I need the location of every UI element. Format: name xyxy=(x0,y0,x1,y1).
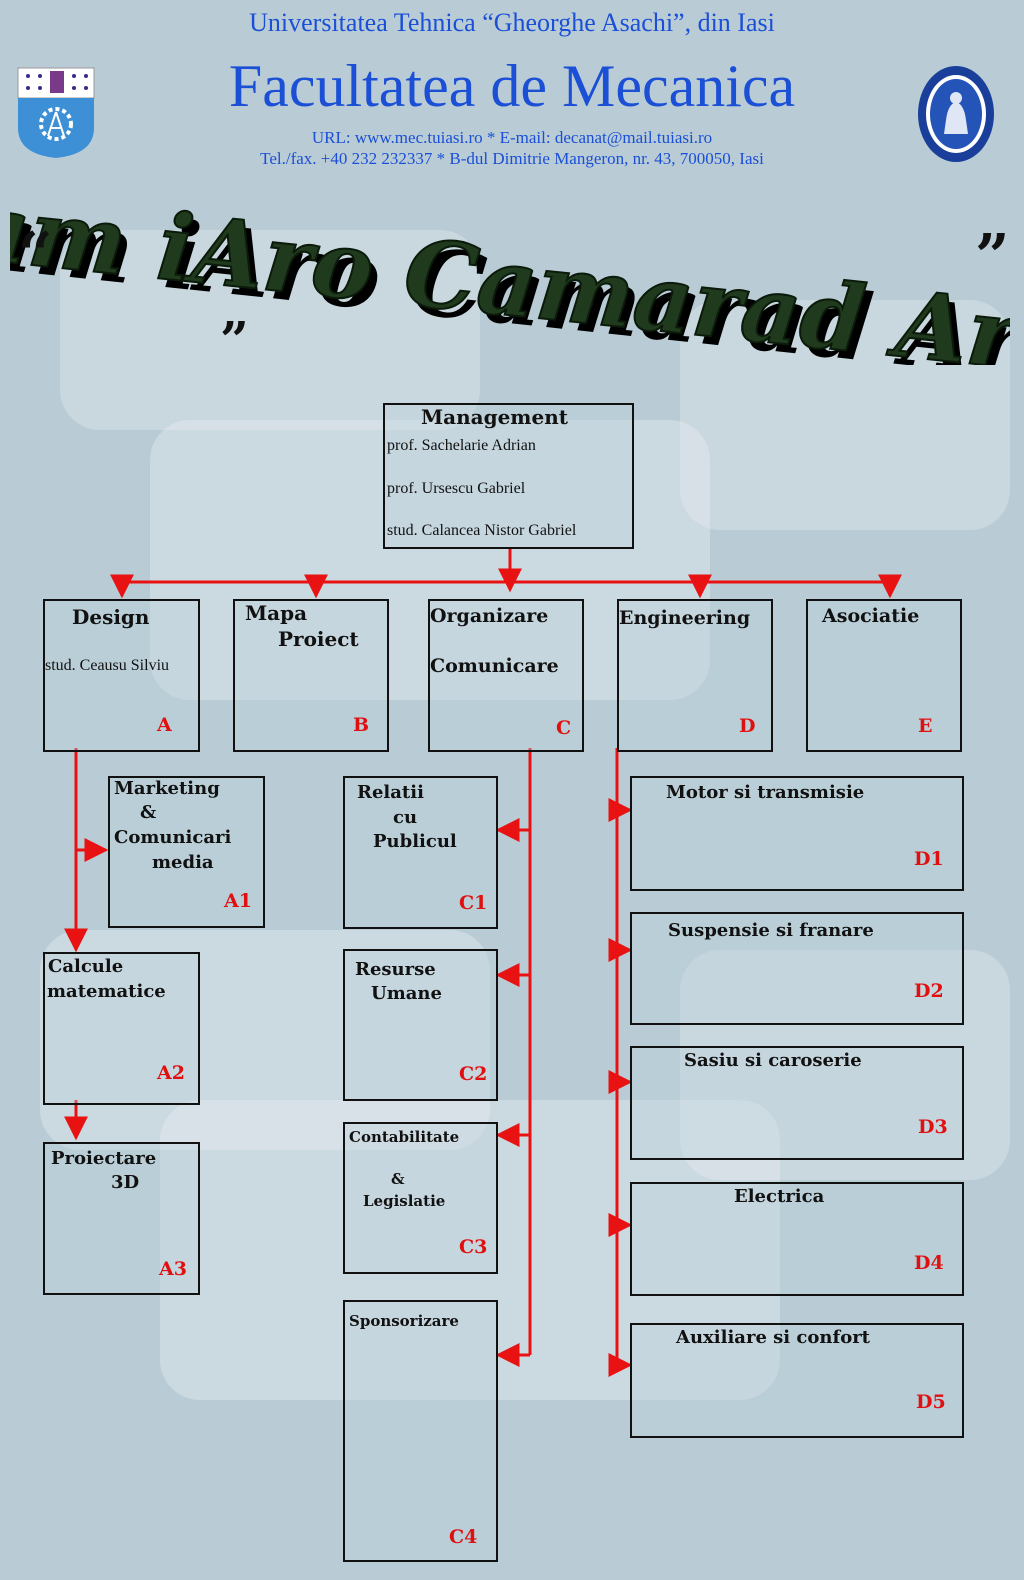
subdepartment-c1-code: C1 xyxy=(459,892,488,914)
department-organizare-comunicare: Organizare Comunicare C xyxy=(428,599,584,752)
team-banner: Team iAro Camarad Army Team iAro Camarad… xyxy=(10,205,1010,365)
subdepartment-c4-line: Sponsorizare xyxy=(349,1312,459,1330)
subdepartment-d2-title: Suspensie si franare xyxy=(668,920,874,941)
department-organizare-line1: Organizare xyxy=(430,605,549,627)
faculty-name: Facultatea de Mecanica xyxy=(228,53,796,119)
subdepartment-d4-code: D4 xyxy=(914,1252,944,1274)
subdepartment-c1: Relatii cu Publicul C1 xyxy=(343,776,498,929)
subdepartment-d4-title: Electrica xyxy=(734,1186,825,1207)
subdepartment-c3-line: Legislatie xyxy=(363,1192,446,1210)
banner-close-quote: ” xyxy=(975,222,1010,292)
management-title: Management xyxy=(421,405,568,429)
subdepartment-c1-line: Publicul xyxy=(373,831,457,852)
subdepartment-c1-line: cu xyxy=(393,807,418,828)
subdepartment-c4-code: C4 xyxy=(449,1526,478,1548)
subdepartment-a1: Marketing & Comunicari media A1 xyxy=(108,776,265,928)
subdepartment-d5-code: D5 xyxy=(916,1391,946,1413)
contact-line: URL: www.mec.tuiasi.ro * E-mail: decanat… xyxy=(311,128,713,147)
subdepartment-a1-line: & xyxy=(140,802,157,823)
subdepartment-c3: Contabilitate & Legislatie C3 xyxy=(343,1122,498,1274)
subdepartment-a1-line: Comunicari xyxy=(114,827,232,848)
subdepartment-c2-line: Umane xyxy=(371,983,442,1004)
background-vehicle-mid-left xyxy=(40,930,490,1150)
department-design: Design stud. Ceausu Silviu A xyxy=(43,599,200,752)
department-asociatie-code: E xyxy=(918,715,933,737)
subdepartment-a1-line: media xyxy=(152,852,214,873)
subdepartment-a3-code: A3 xyxy=(159,1258,187,1280)
background-vehicle-top-right xyxy=(680,300,1010,530)
department-mapa-code: B xyxy=(353,714,370,736)
address-line: Tel./fax. +40 232 232337 * B-dul Dimitri… xyxy=(260,149,764,168)
subdepartment-d1-title: Motor si transmisie xyxy=(666,782,865,803)
subdepartment-c2-code: C2 xyxy=(459,1063,488,1085)
department-asociatie: Asociatie E xyxy=(806,599,962,752)
banner-open-quote: “ xyxy=(18,220,53,290)
department-engineering-code: D xyxy=(739,715,756,737)
subdepartment-c1-line: Relatii xyxy=(357,782,424,803)
subdepartment-a3-line: 3D xyxy=(111,1172,140,1193)
subdepartment-d1: Motor si transmisie D1 xyxy=(630,776,964,891)
banner-bottom-quote: ” xyxy=(220,310,249,365)
department-engineering-title: Engineering xyxy=(619,607,751,629)
subdepartment-d3: Sasiu si caroserie D3 xyxy=(630,1046,964,1160)
subdepartment-d3-title: Sasiu si caroserie xyxy=(684,1050,862,1071)
subdepartment-c3-line: & xyxy=(391,1170,405,1188)
subdepartment-c4: Sponsorizare C4 xyxy=(343,1300,498,1562)
subdepartment-a1-code: A1 xyxy=(224,890,252,912)
department-design-title: Design xyxy=(72,605,150,629)
department-organizare-code: C xyxy=(556,717,572,739)
department-mapa-proiect: Mapa Proiect B xyxy=(233,599,389,752)
subdepartment-c3-line: Contabilitate xyxy=(349,1128,460,1146)
management-member: stud. Calancea Nistor Gabriel xyxy=(387,522,577,539)
subdepartment-a3: Proiectare 3D A3 xyxy=(43,1142,200,1295)
department-design-person: stud. Ceausu Silviu xyxy=(45,657,170,674)
subdepartment-a2: Calcule matematice A2 xyxy=(43,952,200,1105)
background-vehicle-bottom xyxy=(160,1100,780,1400)
subdepartment-a3-line: Proiectare xyxy=(51,1148,157,1169)
subdepartment-d2-code: D2 xyxy=(914,980,944,1002)
background-vehicle-mid-right xyxy=(680,950,1010,1180)
background-vehicle-center xyxy=(150,420,710,700)
university-name: Universitatea Tehnica “Gheorghe Asachi”,… xyxy=(249,8,775,37)
subdepartment-c2: Resurse Umane C2 xyxy=(343,949,498,1101)
university-seal-logo xyxy=(918,66,994,162)
subdepartment-d5-title: Auxiliare si confort xyxy=(676,1327,871,1348)
department-design-code: A xyxy=(157,714,172,736)
faculty-shield-logo xyxy=(17,67,95,158)
subdepartment-d3-code: D3 xyxy=(918,1116,948,1138)
subdepartment-c2-line: Resurse xyxy=(355,959,436,980)
subdepartment-d2: Suspensie si franare D2 xyxy=(630,912,964,1025)
subdepartment-a2-code: A2 xyxy=(157,1062,185,1084)
subdepartment-d5: Auxiliare si confort D5 xyxy=(630,1323,964,1438)
background-vehicle-top-left xyxy=(60,230,480,430)
department-mapa-line1: Mapa xyxy=(245,601,308,625)
department-organizare-line2: Comunicare xyxy=(430,655,559,677)
department-mapa-line2: Proiect xyxy=(278,627,359,651)
management-box: Management prof. Sachelarie Adrian prof.… xyxy=(383,403,634,549)
subdepartment-a2-line: matematice xyxy=(47,981,166,1002)
department-asociatie-title: Asociatie xyxy=(822,605,920,627)
management-member: prof. Ursescu Gabriel xyxy=(387,480,526,497)
subdepartment-d4: Electrica D4 xyxy=(630,1182,964,1296)
department-engineering: Engineering D xyxy=(617,599,773,752)
subdepartment-c3-code: C3 xyxy=(459,1236,488,1258)
subdepartment-a1-line: Marketing xyxy=(114,778,220,799)
subdepartment-d1-code: D1 xyxy=(914,848,944,870)
management-member: prof. Sachelarie Adrian xyxy=(387,437,536,454)
subdepartment-a2-line: Calcule xyxy=(48,956,124,977)
